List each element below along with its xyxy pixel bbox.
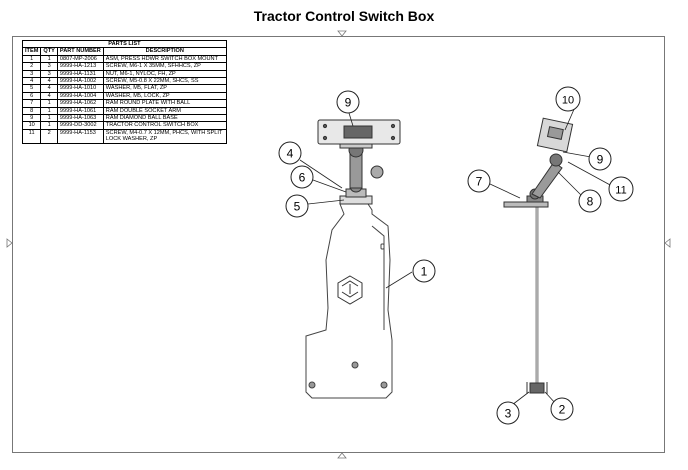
left-center-marker xyxy=(6,238,13,248)
balloon-7: 7 xyxy=(467,169,491,193)
ram-mount-front-view xyxy=(317,119,401,205)
balloon-9-front: 9 xyxy=(336,90,360,114)
cell-description: SCREW, M5-0.8 X 22MM, SHCS, SS xyxy=(102,77,227,86)
balloon-label-8: 8 xyxy=(587,195,594,209)
balloon-5: 5 xyxy=(285,194,309,218)
balloon-2: 2 xyxy=(550,397,574,421)
cell-description: NUT, M6-1, NYLOC, FH, ZP xyxy=(102,69,227,79)
column-header-item: ITEM xyxy=(21,47,42,56)
cell-item: 1 xyxy=(21,54,42,64)
parts-list-table: PARTS LIST ITEM QTY PART NUMBER DESCRIPT… xyxy=(21,39,227,144)
cell-item: 7 xyxy=(21,99,42,108)
bottom-center-marker xyxy=(337,452,347,459)
cell-description: WASHER, M5, FLAT, ZP xyxy=(102,84,227,93)
cell-item: 10 xyxy=(21,121,42,130)
item-balloons: 1 2 3 4 5 6 7 8 9 9 10 11 xyxy=(278,86,634,425)
cell-item: 2 xyxy=(21,62,42,71)
leader-lines xyxy=(299,106,613,406)
cell-description: RAM DOUBLE SOCKET ARM xyxy=(102,106,227,116)
balloon-label-10: 10 xyxy=(562,95,574,107)
balloon-label-7: 7 xyxy=(476,175,483,189)
cell-description: TRACTOR CONTROL SWITCH BOX xyxy=(102,121,227,130)
column-header-description: DESCRIPTION xyxy=(102,47,227,56)
cell-description: SCREW, M6-1 X 35MM, SFHHCS, ZP xyxy=(102,62,227,71)
balloon-label-11: 11 xyxy=(615,185,626,197)
drawing-title: Tractor Control Switch Box xyxy=(253,8,435,24)
balloon-label-2: 2 xyxy=(559,403,566,417)
cell-item: 3 xyxy=(21,69,42,79)
balloon-4: 4 xyxy=(278,141,302,165)
balloon-10: 10 xyxy=(555,86,581,112)
cell-description: RAM ROUND PLATE WITH BALL xyxy=(102,99,227,108)
balloon-11: 11 xyxy=(608,176,634,202)
balloon-label-9-side: 9 xyxy=(597,153,604,167)
cell-item: 8 xyxy=(21,106,42,116)
cell-item: 11 xyxy=(21,128,42,144)
assembly-side-view xyxy=(503,117,574,394)
top-center-marker xyxy=(337,30,347,37)
right-center-marker xyxy=(664,238,671,248)
balloon-1: 1 xyxy=(412,259,436,283)
cell-item: 5 xyxy=(21,84,42,93)
drawing-border xyxy=(12,36,665,453)
balloon-label-9-front: 9 xyxy=(345,96,352,110)
logo-emblem xyxy=(337,275,363,305)
balloon-label-5: 5 xyxy=(294,200,301,214)
parts-list-heading: PARTS LIST xyxy=(22,39,227,49)
mount-plate-front-view xyxy=(305,203,393,399)
balloon-6: 6 xyxy=(290,165,314,189)
cell-description: SCREW, M4-0.7 X 12MM, PHCS, WITH SPLIT L… xyxy=(102,128,227,144)
balloon-label-3: 3 xyxy=(505,407,512,421)
cell-item: 9 xyxy=(21,114,42,123)
balloon-label-1: 1 xyxy=(421,265,428,279)
balloon-label-6: 6 xyxy=(299,171,306,185)
balloon-3: 3 xyxy=(496,401,520,425)
cell-item: 6 xyxy=(21,91,42,101)
cell-description: RAM DIAMOND BALL BASE xyxy=(102,114,227,123)
balloon-9-side: 9 xyxy=(588,147,612,171)
cell-item: 4 xyxy=(21,77,42,86)
balloon-8: 8 xyxy=(578,189,602,213)
cell-description: ASM, PRESS HDWR SWITCH BOX MOUNT xyxy=(102,54,227,64)
balloon-label-4: 4 xyxy=(287,147,294,161)
cell-description: WASHER, M5, LOCK, ZP xyxy=(102,91,227,101)
center-markers xyxy=(6,30,671,459)
